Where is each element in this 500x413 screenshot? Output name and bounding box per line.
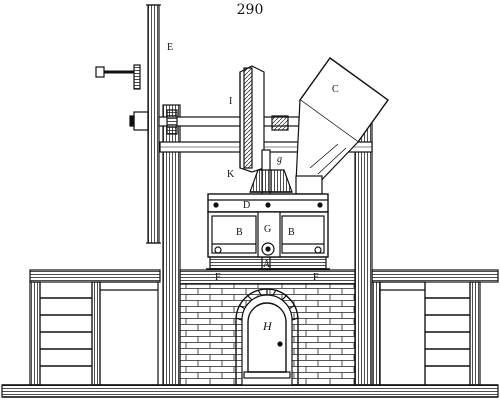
base-plate-f xyxy=(179,269,356,285)
label-a: A xyxy=(263,259,271,270)
label-i: I xyxy=(229,96,232,107)
label-d: D xyxy=(243,200,250,211)
label-g: G xyxy=(264,224,271,235)
millstone-casing-d xyxy=(207,193,329,213)
label-k: K xyxy=(227,169,235,180)
label-h: H xyxy=(262,319,273,333)
label-e: E xyxy=(167,42,173,53)
left-shelf-frame xyxy=(29,269,161,386)
label-g-small: g xyxy=(277,154,282,165)
hopper-c xyxy=(295,57,389,195)
furnace-door-h xyxy=(243,302,291,379)
page-number: 290 xyxy=(236,2,264,18)
floor-base xyxy=(1,384,499,398)
right-ladder xyxy=(424,282,471,385)
label-f-right: F xyxy=(313,272,319,283)
bedstone-a xyxy=(206,256,330,270)
bevel-gear-i xyxy=(239,65,265,173)
right-shelf-frame xyxy=(371,269,499,386)
label-f-left: F xyxy=(215,272,221,283)
brick-furnace xyxy=(179,283,356,386)
pinion-gear-g xyxy=(249,169,293,193)
label-c: C xyxy=(332,84,339,95)
label-b-left: B xyxy=(236,227,243,238)
bin-frame-b xyxy=(207,211,329,258)
crank-handle xyxy=(95,64,149,131)
label-b-right: B xyxy=(288,227,295,238)
frame-post-left xyxy=(162,104,181,386)
left-ladder xyxy=(39,282,93,385)
